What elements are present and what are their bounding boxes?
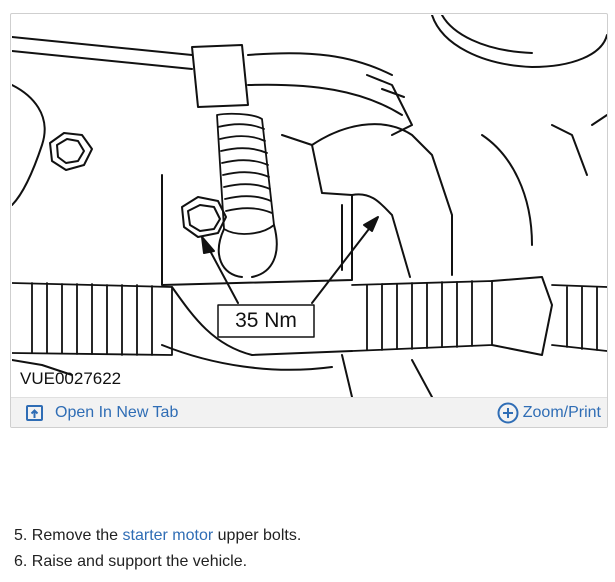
instruction-steps: 5. Remove the starter motor upper bolts.… [14, 523, 301, 575]
leader-arrows [201, 216, 379, 304]
figure-toolbar: Open In New Tab Zoom/Print [11, 397, 607, 427]
step-5: 5. Remove the starter motor upper bolts. [14, 523, 301, 549]
step-text: Raise and support the vehicle. [31, 553, 248, 570]
line-drawing [12, 15, 607, 397]
starter-motor-diagram: 35 Nm VUE0027622 [12, 15, 607, 397]
figure-card: 35 Nm VUE0027622 Open In New Tab [10, 13, 608, 428]
step-text-after: upper bolts. [217, 527, 302, 544]
step-text-before: Remove the [31, 527, 119, 544]
figure-code: VUE0027622 [20, 369, 122, 388]
step-number: 6. [14, 553, 28, 570]
open-new-tab-icon [25, 403, 45, 423]
starter-motor-link[interactable]: starter motor [122, 527, 214, 544]
left-bolt [49, 132, 93, 171]
upper-bolt [181, 196, 227, 238]
corrugated-harness [12, 280, 607, 356]
zoom-print-button[interactable]: Zoom/Print [497, 401, 601, 425]
open-in-new-tab-label: Open In New Tab [55, 404, 179, 421]
zoom-print-label: Zoom/Print [522, 404, 601, 421]
plus-circle-icon [497, 402, 519, 424]
open-in-new-tab-button[interactable]: Open In New Tab [25, 402, 178, 424]
step-6: 6. Raise and support the vehicle. [14, 549, 301, 575]
step-number: 5. [14, 527, 28, 544]
torque-label: 35 Nm [235, 309, 297, 332]
